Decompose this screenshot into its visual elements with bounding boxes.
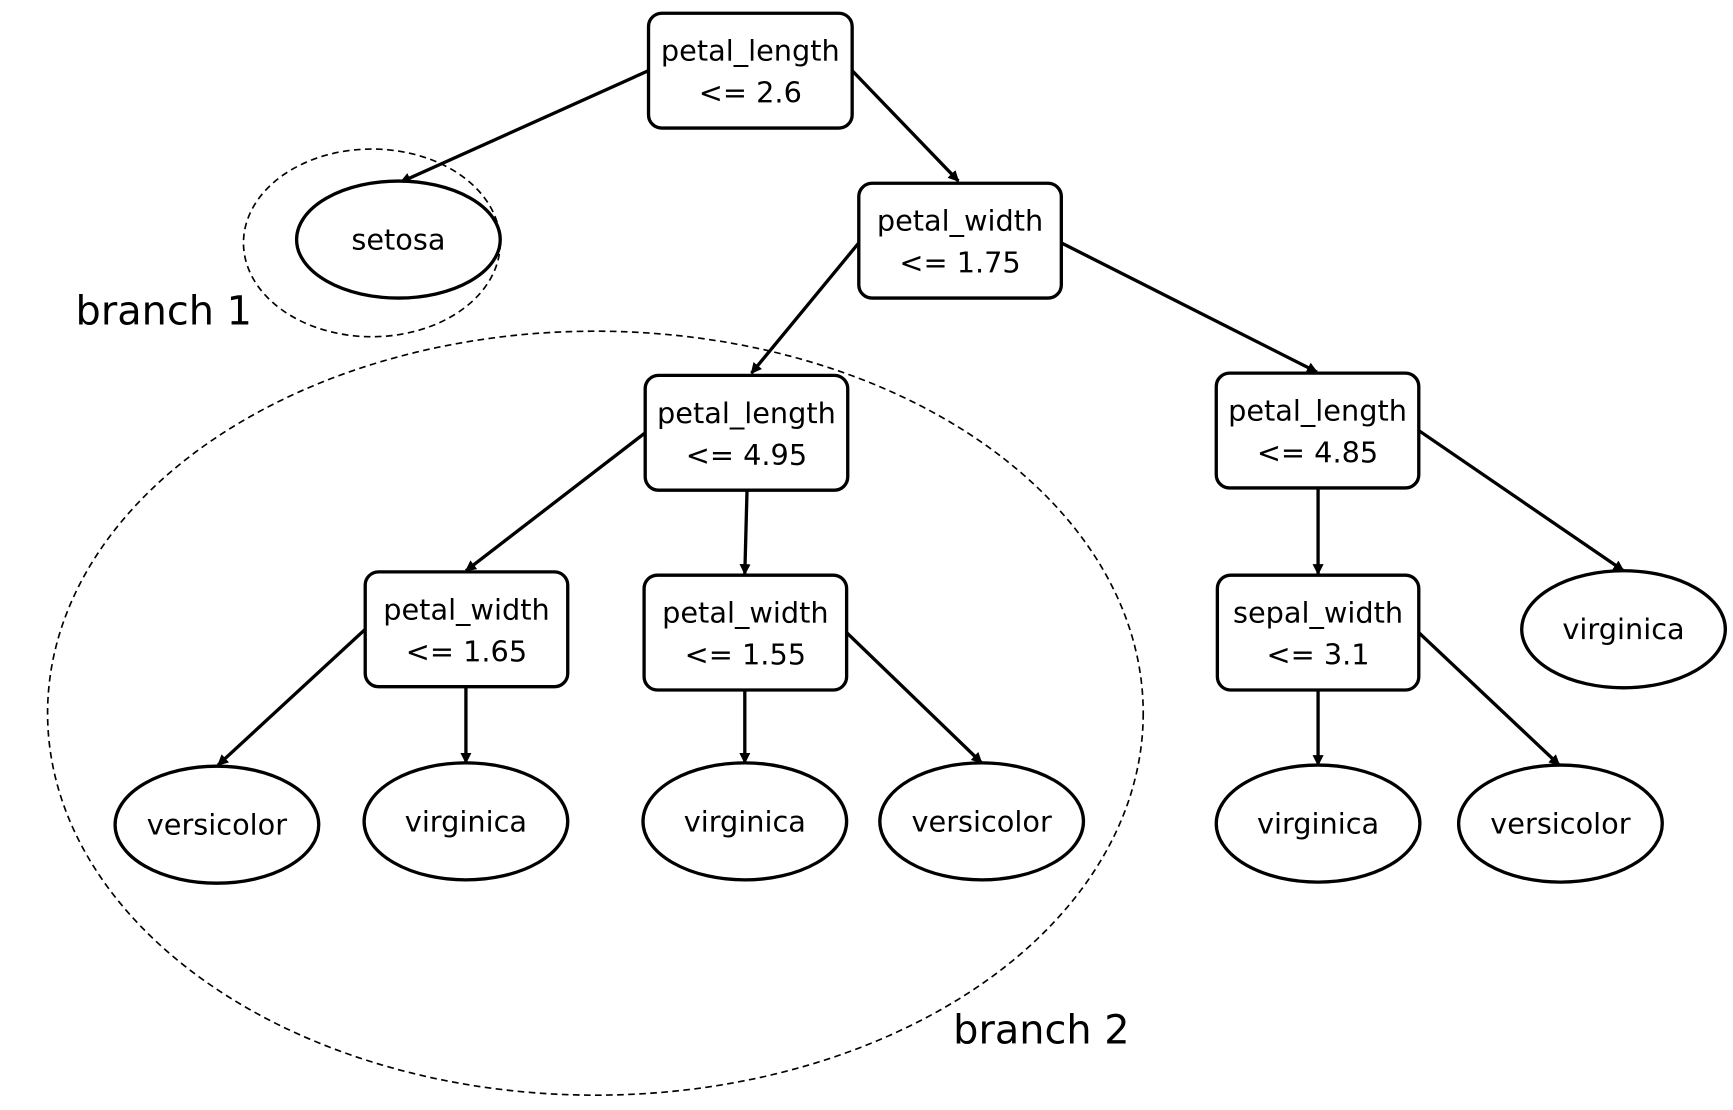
leaf-node-virginica: virginica — [1214, 763, 1422, 884]
edge-n7-to-n13 — [845, 631, 983, 765]
leaf-class-label: setosa — [351, 223, 445, 257]
edge-n5-to-n9 — [1417, 429, 1625, 573]
leaf-node-ellipse — [1214, 763, 1422, 884]
node-feature-label: petal_length — [657, 396, 836, 430]
decision-node-petal-width: petal_width <= 1.65 — [363, 570, 570, 689]
decision-node-petal-length: petal_length <= 4.85 — [1214, 371, 1421, 490]
edge-n1-to-n2 — [399, 69, 650, 184]
leaf-node-virginica: virginica — [1520, 569, 1728, 690]
node-feature-label: petal_length — [1228, 394, 1407, 428]
leaf-node-versicolor: versicolor — [1456, 763, 1664, 884]
node-threshold-label: <= 1.55 — [685, 638, 806, 672]
leaf-class-label: versicolor — [911, 804, 1051, 838]
branch-2-label: branch 2 — [953, 1007, 1129, 1053]
leaf-node-ellipse — [878, 761, 1086, 882]
decision-node-box — [857, 181, 1063, 300]
node-threshold-label: <= 1.65 — [406, 634, 527, 668]
leaf-class-label: virginica — [1257, 807, 1379, 841]
branch-groups-layer: branch 1 branch 2 — [46, 148, 1145, 1096]
leaf-node-ellipse — [641, 761, 849, 882]
decision-node-sepal-width: sepal_width <= 3.1 — [1215, 573, 1421, 692]
decision-node-box — [1215, 573, 1421, 692]
leaf-class-label: virginica — [1562, 612, 1684, 646]
node-threshold-label: <= 4.85 — [1257, 436, 1378, 470]
edge-n4-to-n7 — [739, 490, 751, 576]
nodes-layer: petal_length <= 2.6 setosa petal_width <= 1.… — [113, 11, 1728, 885]
leaf-node-ellipse — [113, 764, 321, 885]
leaf-node-versicolor: versicolor — [113, 764, 321, 885]
edge-n1-to-n3 — [850, 69, 960, 183]
edge-n6-to-n10 — [216, 628, 367, 767]
leaf-class-label: virginica — [405, 804, 527, 838]
node-feature-label: petal_length — [661, 34, 840, 68]
leaf-class-label: versicolor — [147, 808, 287, 842]
node-threshold-label: <= 3.1 — [1267, 638, 1370, 672]
leaf-class-label: virginica — [684, 804, 806, 838]
node-threshold-label: <= 2.6 — [699, 76, 802, 110]
decision-node-box — [363, 570, 570, 689]
branch-2-outline — [46, 330, 1145, 1096]
leaf-node-ellipse — [294, 179, 502, 300]
decision-node-box — [1214, 371, 1421, 490]
decision-node-box — [642, 573, 849, 692]
node-threshold-label: <= 1.75 — [899, 246, 1020, 280]
edge-n8-to-n15 — [1417, 631, 1561, 767]
edge-n4-to-n6 — [464, 431, 647, 573]
node-feature-label: petal_width — [877, 204, 1043, 238]
node-feature-label: petal_width — [383, 592, 549, 626]
node-threshold-label: <= 4.95 — [686, 438, 807, 472]
decision-node-petal-width: petal_width <= 1.55 — [642, 573, 849, 692]
edge-n3-to-n4 — [750, 241, 861, 375]
leaf-node-ellipse — [362, 761, 570, 882]
leaf-node-ellipse — [1520, 569, 1728, 690]
leaf-node-setosa: setosa — [294, 179, 502, 300]
edge-n3-to-n5 — [1060, 241, 1318, 374]
decision-node-petal-width: petal_width <= 1.75 — [857, 181, 1063, 300]
leaf-node-virginica: virginica — [641, 761, 849, 882]
decision-node-box — [646, 11, 854, 130]
leaf-node-versicolor: versicolor — [878, 761, 1086, 882]
edges-layer — [216, 69, 1625, 767]
decision-node-petal-length: petal_length <= 2.6 — [646, 11, 854, 130]
leaf-node-virginica: virginica — [362, 761, 570, 882]
branch-1-label: branch 1 — [76, 289, 252, 335]
decision-node-box — [643, 373, 850, 492]
decision-node-petal-length: petal_length <= 4.95 — [643, 373, 850, 492]
leaf-class-label: versicolor — [1490, 807, 1630, 841]
node-feature-label: petal_width — [662, 596, 828, 630]
leaf-node-ellipse — [1456, 763, 1664, 884]
node-feature-label: sepal_width — [1233, 596, 1403, 630]
